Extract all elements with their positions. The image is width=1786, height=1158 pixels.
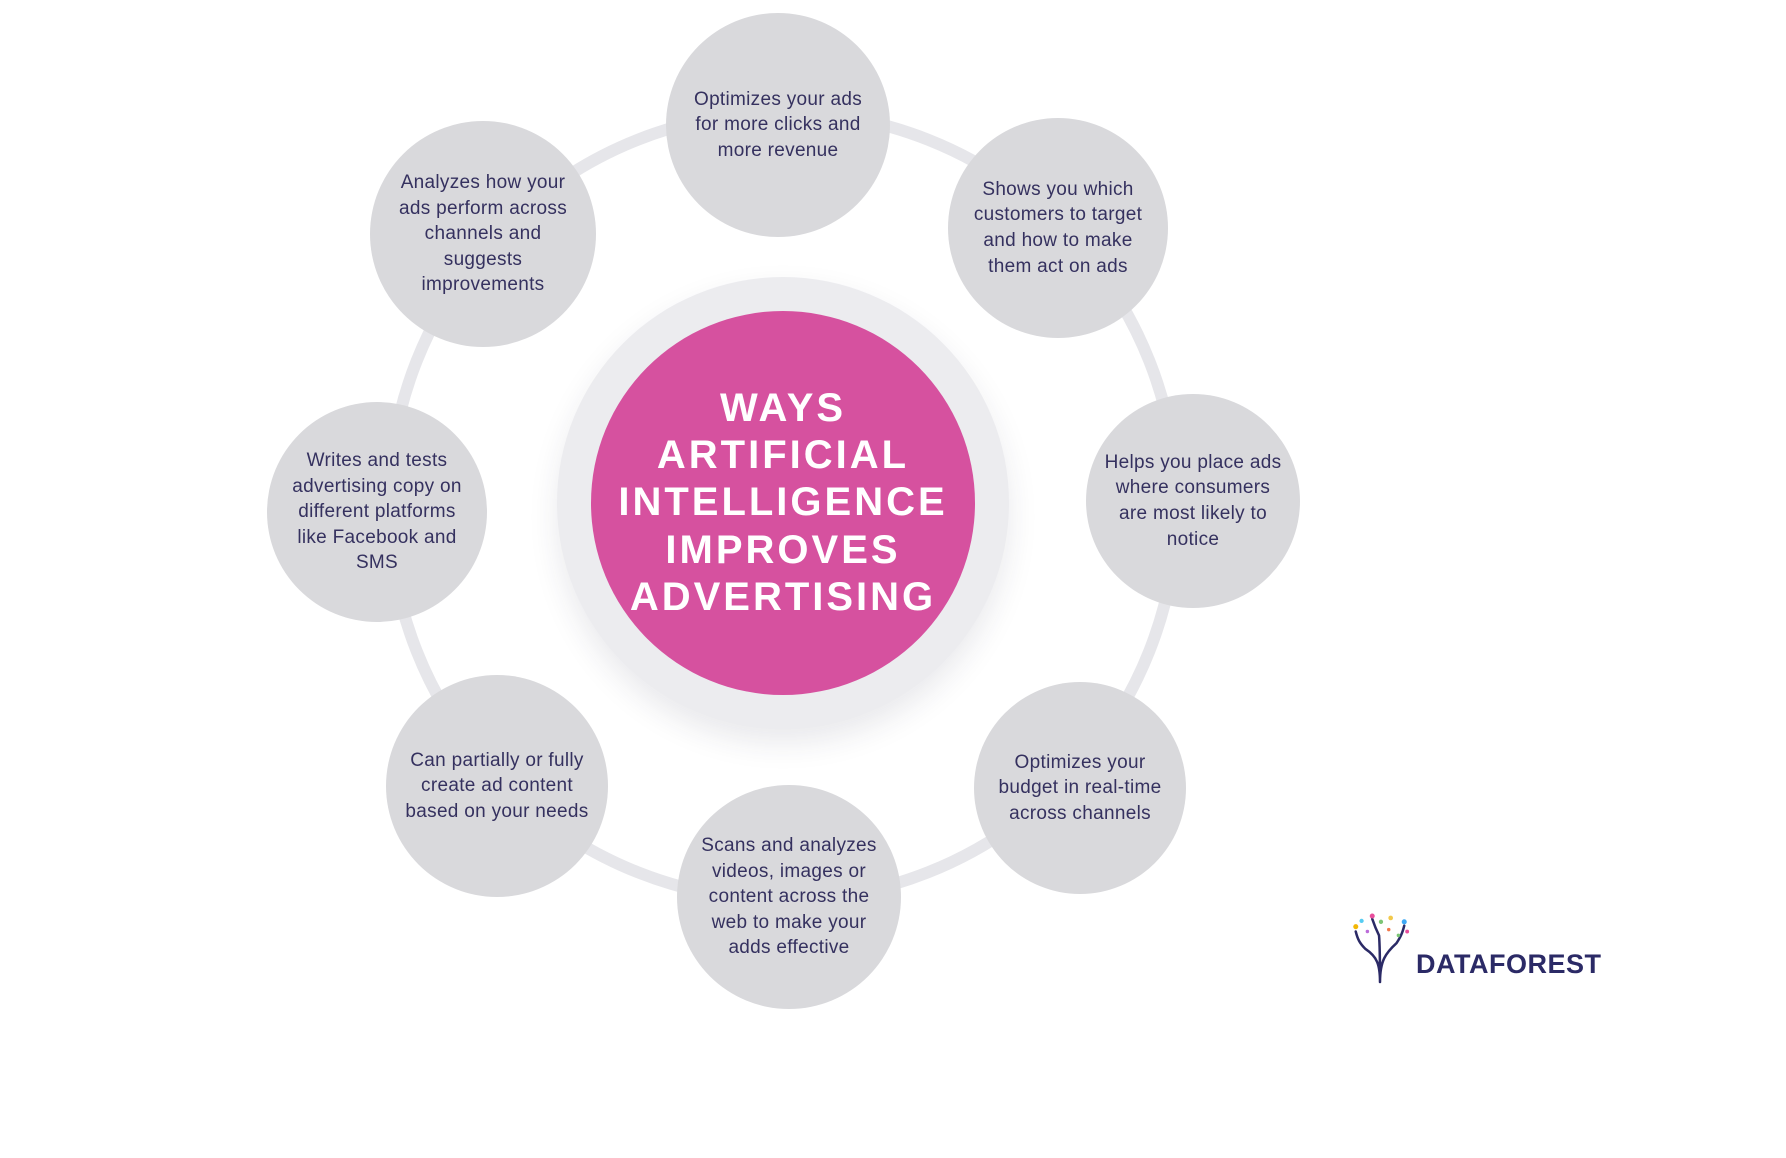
- center-circle: WAYS ARTIFICIAL INTELLIGENCE IMPROVES AD…: [591, 311, 975, 695]
- node-bottom-right-label: Optimizes your budget in real-time acros…: [998, 751, 1162, 824]
- node-top-left-label: Analyzes how your ads perform across cha…: [398, 171, 567, 296]
- brand-logo: DATAFOREST: [1348, 912, 1601, 984]
- dataforest-tree-icon: [1353, 913, 1410, 984]
- node-left-label: Writes and tests advertising copy on dif…: [292, 449, 462, 574]
- center-title: WAYS ARTIFICIAL INTELLIGENCE IMPROVES AD…: [618, 386, 948, 619]
- node-right-label: Helps you place ads where consumers are …: [1104, 451, 1282, 550]
- node-top-label: Optimizes your ads for more clicks and m…: [693, 88, 862, 161]
- node-left: Writes and tests advertising copy on dif…: [267, 402, 487, 622]
- node-bottom-left-label: Can partially or fully create ad content…: [405, 749, 589, 822]
- node-bottom-right: Optimizes your budget in real-time acros…: [974, 682, 1186, 894]
- brand-text: DATAFOREST: [1416, 949, 1602, 979]
- node-bottom-label: Scans and analyzes videos, images or con…: [701, 834, 877, 959]
- node-top-right-label: Shows you which customers to target and …: [973, 178, 1143, 277]
- node-top-right: Shows you which customers to target and …: [948, 118, 1168, 338]
- node-top-left: Analyzes how your ads perform across cha…: [370, 121, 596, 347]
- node-top: Optimizes your ads for more clicks and m…: [666, 13, 890, 237]
- node-bottom-left: Can partially or fully create ad content…: [386, 675, 608, 897]
- node-right: Helps you place ads where consumers are …: [1086, 394, 1300, 608]
- node-bottom: Scans and analyzes videos, images or con…: [677, 785, 901, 1009]
